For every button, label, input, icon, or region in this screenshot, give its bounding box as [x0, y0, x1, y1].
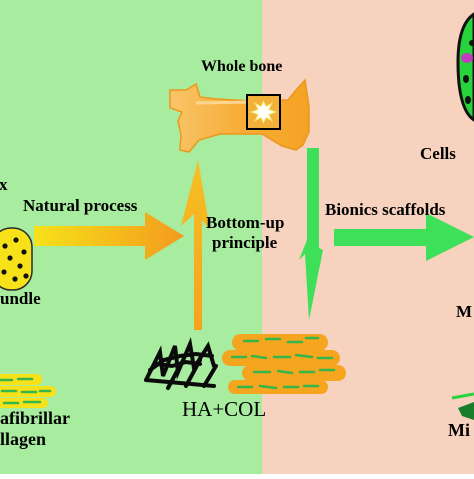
ha-col-label: HA+COL	[182, 397, 267, 421]
fiber-bundle-illustration	[0, 227, 33, 291]
cells-illustration	[456, 12, 474, 122]
collagen-rods-illustration	[222, 334, 346, 394]
bottom-up-label-line2: principle	[212, 233, 278, 252]
whole-bone-illustration	[169, 78, 310, 153]
green-downward-arrow	[299, 148, 323, 320]
cells-label: Cells	[420, 144, 456, 163]
bionics-scaffolds-arrow	[334, 213, 474, 261]
mineralized-fragment-illustration	[451, 392, 474, 420]
bottom-right-label-fragment: Mi	[448, 420, 470, 440]
natural-process-arrow	[34, 212, 184, 260]
right-mid-label-fragment: M	[456, 302, 473, 321]
black-crystal-sketch-icon	[144, 336, 218, 390]
intrafibrillar-label-line1: afibrillar	[0, 408, 70, 428]
burst-star-icon	[249, 99, 278, 125]
natural-process-label: Natural process	[23, 196, 138, 215]
whole-bone-label: Whole bone	[201, 58, 283, 75]
intrafibrillar-collagen-illustration	[0, 374, 56, 408]
intrafibrillar-label-line2: llagen	[0, 429, 47, 449]
bundle-label: undle	[0, 289, 41, 308]
matrix-label-fragment: x	[0, 175, 8, 194]
bionics-scaffolds-label: Bionics scaffolds	[325, 200, 446, 219]
bottom-up-arrow	[181, 160, 210, 330]
bottom-up-label-line1: Bottom-up	[206, 213, 285, 232]
